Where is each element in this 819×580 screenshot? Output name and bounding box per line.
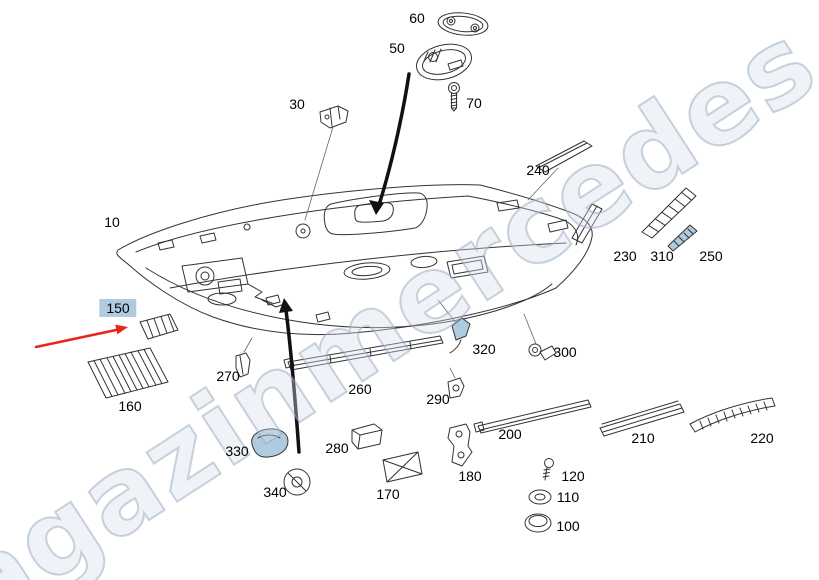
part-label-310[interactable]: 310 <box>650 248 674 264</box>
part-180-drawing <box>447 423 473 467</box>
part-150-drawing <box>139 313 179 340</box>
part-label-340[interactable]: 340 <box>263 484 287 500</box>
part-160-drawing <box>87 347 169 399</box>
part-200-drawing <box>473 399 592 434</box>
part-label-160[interactable]: 160 <box>118 398 142 414</box>
part-label-240[interactable]: 240 <box>526 162 550 178</box>
part-label-210[interactable]: 210 <box>631 430 655 446</box>
headliner-panel-drawing <box>116 184 593 336</box>
part-label-290[interactable]: 290 <box>426 391 450 407</box>
part-100-drawing <box>524 513 552 533</box>
part-330-drawing <box>251 428 289 458</box>
part-120-drawing <box>542 458 554 481</box>
part-270-drawing <box>235 352 251 378</box>
part-50-drawing <box>416 43 472 81</box>
part-label-260[interactable]: 260 <box>348 381 372 397</box>
part-340-drawing <box>283 468 311 496</box>
part-310-drawing <box>667 224 698 252</box>
part-label-280[interactable]: 280 <box>325 440 349 456</box>
part-label-110[interactable]: 110 <box>556 489 580 505</box>
part-label-30[interactable]: 30 <box>289 96 305 112</box>
part-240-drawing <box>535 140 593 173</box>
part-60-drawing <box>437 12 489 36</box>
part-260-drawing <box>283 335 444 371</box>
part-290-drawing <box>447 377 465 399</box>
placement-arrow-bottom <box>279 298 301 454</box>
part-label-270[interactable]: 270 <box>216 368 240 384</box>
part-label-320[interactable]: 320 <box>472 341 496 357</box>
part-210-drawing <box>599 400 685 437</box>
part-label-180[interactable]: 180 <box>458 468 482 484</box>
part-30-drawing <box>319 105 349 129</box>
part-label-220[interactable]: 220 <box>750 430 774 446</box>
part-label-170[interactable]: 170 <box>376 486 400 502</box>
part-label-230[interactable]: 230 <box>613 248 637 264</box>
part-170-drawing <box>382 451 423 483</box>
part-label-300[interactable]: 300 <box>553 344 577 360</box>
part-300-drawing <box>528 343 557 361</box>
sunroof-opening <box>323 192 428 236</box>
part-label-120[interactable]: 120 <box>561 468 585 484</box>
part-label-60[interactable]: 60 <box>409 10 425 26</box>
part-220-drawing <box>689 397 776 433</box>
part-label-250[interactable]: 250 <box>699 248 723 264</box>
leader-lines <box>243 126 559 379</box>
part-280-drawing <box>351 423 383 450</box>
part-label-10[interactable]: 10 <box>104 214 120 230</box>
placement-arrow-top <box>369 72 411 215</box>
part-250-drawing <box>641 187 697 239</box>
part-label-150-selected[interactable]: 150 <box>99 299 137 317</box>
selection-arrow <box>34 324 128 349</box>
part-110-drawing <box>528 489 552 505</box>
part-label-200[interactable]: 200 <box>498 426 522 442</box>
part-230-drawing <box>571 203 603 244</box>
part-label-50[interactable]: 50 <box>389 40 405 56</box>
part-label-100[interactable]: 100 <box>556 518 580 534</box>
part-label-70[interactable]: 70 <box>466 95 482 111</box>
part-label-330[interactable]: 330 <box>225 443 249 459</box>
part-320-drawing <box>449 317 471 354</box>
part-70-drawing <box>448 82 460 112</box>
